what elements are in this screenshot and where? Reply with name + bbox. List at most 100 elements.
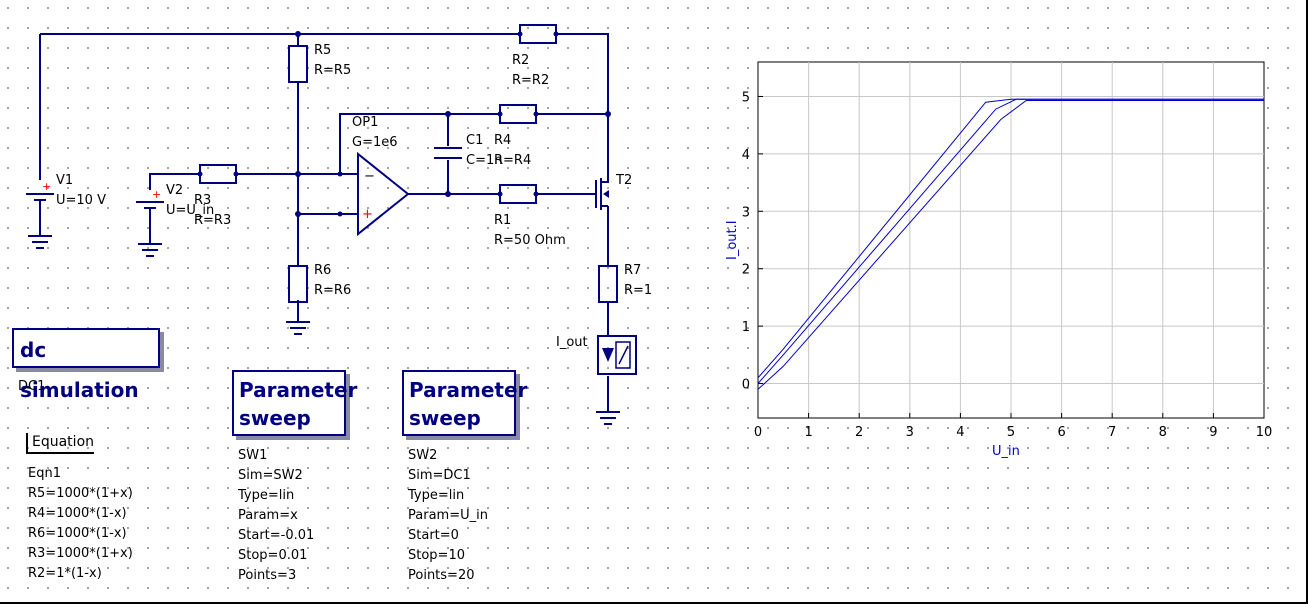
equation-line: R5=1000*(1+x) <box>28 486 133 501</box>
voltage-source-v1[interactable]: + V1 U=10 V <box>26 173 106 212</box>
equation-line: R2=1*(1-x) <box>28 566 102 581</box>
ground-icon-iout <box>596 411 620 425</box>
y-tick-label: 4 <box>742 148 750 163</box>
c1-name: C1 <box>466 133 483 148</box>
r4-value: R=R4 <box>494 153 531 168</box>
ground-icon-v2 <box>138 243 162 257</box>
equation-line: R6=1000*(1-x) <box>28 526 127 541</box>
sweep2-prop: Type=lin <box>408 488 465 503</box>
series-line-2 <box>757 98 1264 384</box>
page-border-right <box>1306 0 1308 604</box>
sweep1-label-line1: Parameter <box>239 378 358 402</box>
y-tick-label: 2 <box>742 263 750 278</box>
ground-icon-v1 <box>28 235 52 249</box>
series-line-3 <box>757 100 1264 390</box>
junction-dots <box>197 31 611 217</box>
x-tick-label: 7 <box>1108 425 1116 440</box>
r6-name: R6 <box>314 263 331 278</box>
resistor-r4[interactable]: R4 R=R4 <box>494 104 537 168</box>
plot-grid <box>758 62 1264 418</box>
x-tick-label: 9 <box>1209 425 1217 440</box>
transistor-t2[interactable]: T2 <box>590 173 632 210</box>
sweep1-label-line2: sweep <box>239 406 311 430</box>
equation-block-title[interactable]: Equation <box>26 433 95 454</box>
v2-value: U=U_in <box>166 203 214 218</box>
v1-value: U=10 V <box>56 193 106 208</box>
y-tick-label: 5 <box>742 90 750 105</box>
r7-value: R=1 <box>624 283 652 298</box>
x-tick-label: 0 <box>754 425 762 440</box>
r5-value: R=R5 <box>314 63 351 78</box>
c1-value: C=1n <box>466 153 502 168</box>
equation-line: R4=1000*(1-x) <box>28 506 127 521</box>
resistor-r5[interactable]: R5 R=R5 <box>288 43 351 83</box>
resistor-r1[interactable]: R1 R=50 Ohm <box>494 184 566 248</box>
sweep2-prop: Stop=10 <box>408 548 465 563</box>
sweep1-prop: Type=lin <box>238 488 295 503</box>
opamp-plus-sign: + <box>362 207 373 222</box>
opamp-op1[interactable]: − + OP1 G=1e6 <box>340 115 410 237</box>
capacitor-c1[interactable]: C1 C=1n <box>434 133 502 168</box>
x-tick-label: 2 <box>855 425 863 440</box>
r1-name: R1 <box>494 213 511 228</box>
sweep1-prop: Start=-0.01 <box>238 528 315 543</box>
x-tick-label: 3 <box>906 425 914 440</box>
t2-name: T2 <box>615 173 632 188</box>
sweep1-prop: Param=x <box>238 508 298 523</box>
sweep2-prop: Sim=DC1 <box>408 468 471 483</box>
r7-name: R7 <box>624 263 641 278</box>
resistor-r3[interactable]: R3 R=R3 <box>194 164 237 228</box>
y-tick-label: 3 <box>742 205 750 220</box>
v2-plus-sign: + <box>152 188 161 201</box>
op1-name: OP1 <box>352 115 378 130</box>
sweep1-props: SW1 Sim=SW2 Type=lin Param=x Start=-0.01… <box>238 446 314 586</box>
r2-value: R=R2 <box>512 73 549 88</box>
r3-name: R3 <box>194 193 211 208</box>
x-tick-label: 5 <box>1007 425 1015 440</box>
v2-name: V2 <box>166 183 183 198</box>
page-border-bottom <box>0 602 1308 604</box>
y-tick-label: 0 <box>742 378 750 393</box>
voltage-source-v2[interactable]: + V2 U=U_in <box>136 183 214 218</box>
resistor-r7[interactable]: R7 R=1 <box>598 263 652 303</box>
current-probe-iout[interactable]: I_out <box>556 335 637 375</box>
resistor-r6[interactable]: R6 R=R6 <box>288 263 351 303</box>
equation-line: R3=1000*(1+x) <box>28 546 133 561</box>
x-tick-label: 8 <box>1159 425 1167 440</box>
parameter-sweep-2-block[interactable]: Parameter sweep <box>402 370 528 436</box>
ground-icon-r6 <box>286 321 310 335</box>
r6-value: R=R6 <box>314 283 351 298</box>
y-tick-label: 1 <box>742 320 750 335</box>
sweep1-prop: SW1 <box>238 448 268 463</box>
y-axis-label: I_out.I <box>725 220 740 260</box>
r3-value: R=R3 <box>194 213 231 228</box>
resistor-r2[interactable]: R2 R=R2 <box>512 24 557 88</box>
x-tick-label: 4 <box>956 425 964 440</box>
sweep1-prop: Stop=0.01 <box>238 548 308 563</box>
r4-name: R4 <box>494 133 511 148</box>
sweep2-props: SW2 Sim=DC1 Type=lin Param=U_in Start=0 … <box>408 446 488 586</box>
plot-series <box>757 98 1264 390</box>
equation-line: Eqn1 <box>28 466 61 481</box>
opamp-minus-sign: − <box>364 169 375 184</box>
iout-name: I_out <box>556 335 588 350</box>
sweep2-prop: Param=U_in <box>408 508 488 523</box>
r2-name: R2 <box>512 53 529 68</box>
x-tick-label: 1 <box>804 425 812 440</box>
parameter-sweep-1-block[interactable]: Parameter sweep <box>232 370 358 436</box>
v1-plus-sign: + <box>42 180 51 193</box>
sweep2-label-line2: sweep <box>409 406 481 430</box>
sweep2-prop: Points=20 <box>408 568 475 583</box>
x-tick-label: 10 <box>1256 425 1273 440</box>
r5-name: R5 <box>314 43 331 58</box>
sweep2-prop: Start=0 <box>408 528 459 543</box>
v1-name: V1 <box>56 173 73 188</box>
dc-simulation-block[interactable]: dc simulation <box>12 328 160 402</box>
sweep1-prop: Points=3 <box>238 568 297 583</box>
sweep2-prop: SW2 <box>408 448 438 463</box>
sweep2-label-line1: Parameter <box>409 378 528 402</box>
x-axis-label: U_in <box>992 444 1020 459</box>
